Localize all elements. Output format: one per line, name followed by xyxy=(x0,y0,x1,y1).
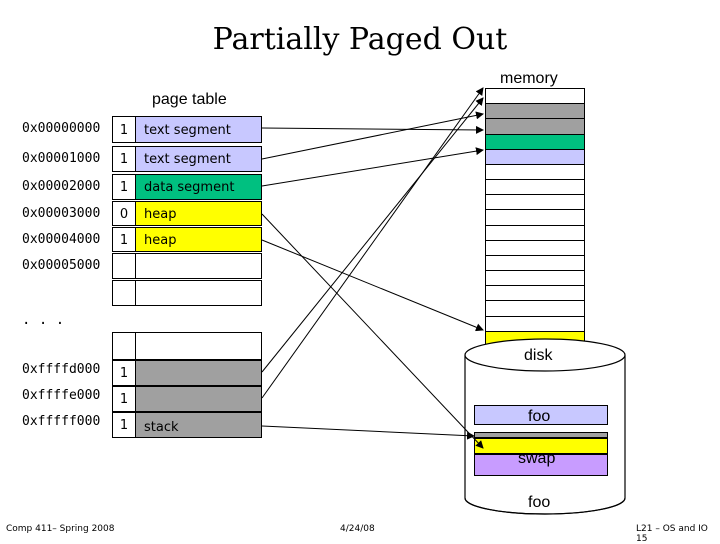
arrow-stack-2 xyxy=(261,87,484,399)
page-table-row: 1 xyxy=(112,386,262,412)
frame-entry: text segment xyxy=(136,147,261,171)
disk-label: disk xyxy=(524,347,553,364)
swap-block xyxy=(474,438,608,454)
page-table-row xyxy=(112,253,262,279)
valid-bit xyxy=(113,333,136,359)
page-address: 0x00005000 xyxy=(22,258,101,273)
footer-right: L21 – OS and IO 15 xyxy=(636,524,708,544)
arrow-stack-swap xyxy=(261,425,475,440)
valid-bit: 1 xyxy=(113,361,136,385)
valid-bit: 1 xyxy=(113,387,136,411)
arrow-text-1 xyxy=(261,125,484,134)
arrow-heap-mem xyxy=(261,239,484,332)
valid-bit: 1 xyxy=(113,117,136,142)
arrow-text-2 xyxy=(261,111,484,160)
valid-bit: 1 xyxy=(113,147,136,171)
swap-label: swap xyxy=(518,450,556,467)
valid-bit: 1 xyxy=(113,175,136,199)
valid-bit: 1 xyxy=(113,228,136,251)
page-address: 0x00000000 xyxy=(22,121,101,136)
page-address: 0x00003000 xyxy=(22,206,101,221)
swap-block xyxy=(474,454,608,476)
page-address: 0x00002000 xyxy=(22,179,101,194)
frame-entry: text segment xyxy=(136,117,261,142)
memory-label: memory xyxy=(500,70,558,87)
foo-label-top: foo xyxy=(528,408,551,425)
arrow-stack-1 xyxy=(261,97,484,373)
page-address: 0xffffe000 xyxy=(22,388,101,403)
valid-bit xyxy=(113,281,136,305)
valid-bit: 0 xyxy=(113,202,136,225)
arrow-heap-swap xyxy=(261,213,484,449)
valid-bit: 1 xyxy=(113,413,136,437)
frame-entry: heap xyxy=(136,228,261,251)
page-address: 0xffffd000 xyxy=(22,362,101,377)
page-table-row: 1 xyxy=(112,360,262,386)
foo-label-bottom: foo xyxy=(528,494,551,511)
page-address: 0x00001000 xyxy=(22,151,101,166)
arrow-data xyxy=(261,147,484,187)
page-address: 0x00004000 xyxy=(22,232,101,247)
frame-entry xyxy=(136,333,261,359)
page-address: 0xfffff000 xyxy=(22,414,101,429)
frame-entry xyxy=(136,387,261,411)
ellipsis: . . . xyxy=(22,312,65,328)
frame-entry: data segment xyxy=(136,175,261,199)
page-table-row xyxy=(112,332,262,360)
footer-center: 4/24/08 xyxy=(340,524,375,534)
valid-bit xyxy=(113,254,136,278)
frame-entry xyxy=(136,361,261,385)
frame-entry: stack xyxy=(136,413,261,437)
foo-block-top xyxy=(474,405,608,425)
frame-entry xyxy=(136,254,261,278)
footer-left: Comp 411– Spring 2008 xyxy=(6,524,115,534)
page-table-row xyxy=(112,280,262,306)
frame-entry: heap xyxy=(136,202,261,225)
frame-entry xyxy=(136,281,261,305)
page-table-label: page table xyxy=(152,91,227,108)
slide-title: Partially Paged Out xyxy=(212,22,508,57)
